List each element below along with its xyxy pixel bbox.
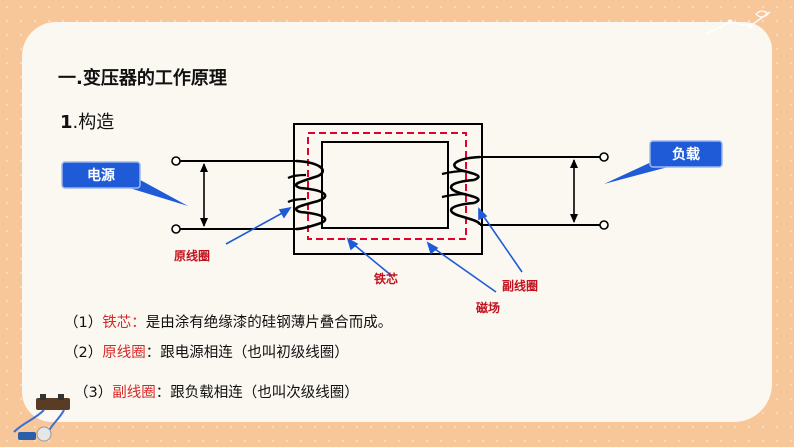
- line-2-term: 原线圈: [102, 345, 146, 361]
- text-line-2: （2）原线圈：跟电源相连（也叫初级线圈）: [64, 341, 349, 362]
- line-1-term: 铁芯：: [102, 315, 146, 331]
- secondary-coil-label: 副线圈: [502, 278, 538, 293]
- primary-coil: [287, 159, 327, 231]
- magnetic-field-label: 磁场: [475, 300, 500, 315]
- section-heading: 1.构造: [60, 108, 114, 134]
- primary-terminal-top: [171, 156, 181, 166]
- secondary-coil: [441, 155, 482, 226]
- line-2-rest: ：跟电源相连（也叫初级线圈）: [145, 345, 349, 361]
- section-text: .构造: [72, 112, 115, 133]
- line-3-term: 副线圈: [112, 385, 156, 401]
- primary-arrow-head-down: [200, 218, 208, 227]
- line-3-prefix: （3）: [74, 385, 113, 401]
- primary-coil-label: 原线圈: [174, 248, 210, 263]
- load-callout: 负载: [604, 140, 723, 184]
- iron-core-outer: [293, 123, 483, 255]
- text-line-1: （1）铁芯：是由涂有绝缘漆的硅钢薄片叠合而成。: [64, 311, 392, 332]
- secondary-terminal-bottom: [599, 220, 609, 230]
- line-2-prefix: （2）: [64, 345, 103, 361]
- source-callout-text: 电源: [87, 167, 115, 184]
- secondary-terminal-top: [599, 152, 609, 162]
- section-number: 1: [60, 112, 73, 133]
- magnetic-field-loop: [307, 132, 467, 240]
- doodle-decoration-icon: [705, 10, 771, 35]
- load-callout-text: 负载: [672, 146, 700, 163]
- line-1-prefix: （1）: [64, 315, 103, 331]
- text-line-3: （3）副线圈：跟负载相连（也叫次级线圈）: [74, 381, 359, 402]
- content-card: [22, 22, 772, 422]
- primary-terminal-bottom: [171, 224, 181, 234]
- circuit-decoration-icon: [13, 394, 70, 442]
- iron-core-inner: [321, 141, 449, 229]
- secondary-arrow-head-up: [570, 159, 578, 168]
- iron-core-label: 铁芯: [374, 271, 398, 286]
- primary-arrow-head-up: [200, 163, 208, 172]
- pointer-arrows: [225, 206, 523, 293]
- page-title: 一.变压器的工作原理: [58, 68, 227, 89]
- line-3-rest: ：跟负载相连（也叫次级线圈）: [155, 385, 359, 401]
- source-callout: 电源: [61, 161, 188, 206]
- secondary-arrow-head-down: [570, 214, 578, 223]
- line-1-rest: 是由涂有绝缘漆的硅钢薄片叠合而成。: [145, 315, 393, 331]
